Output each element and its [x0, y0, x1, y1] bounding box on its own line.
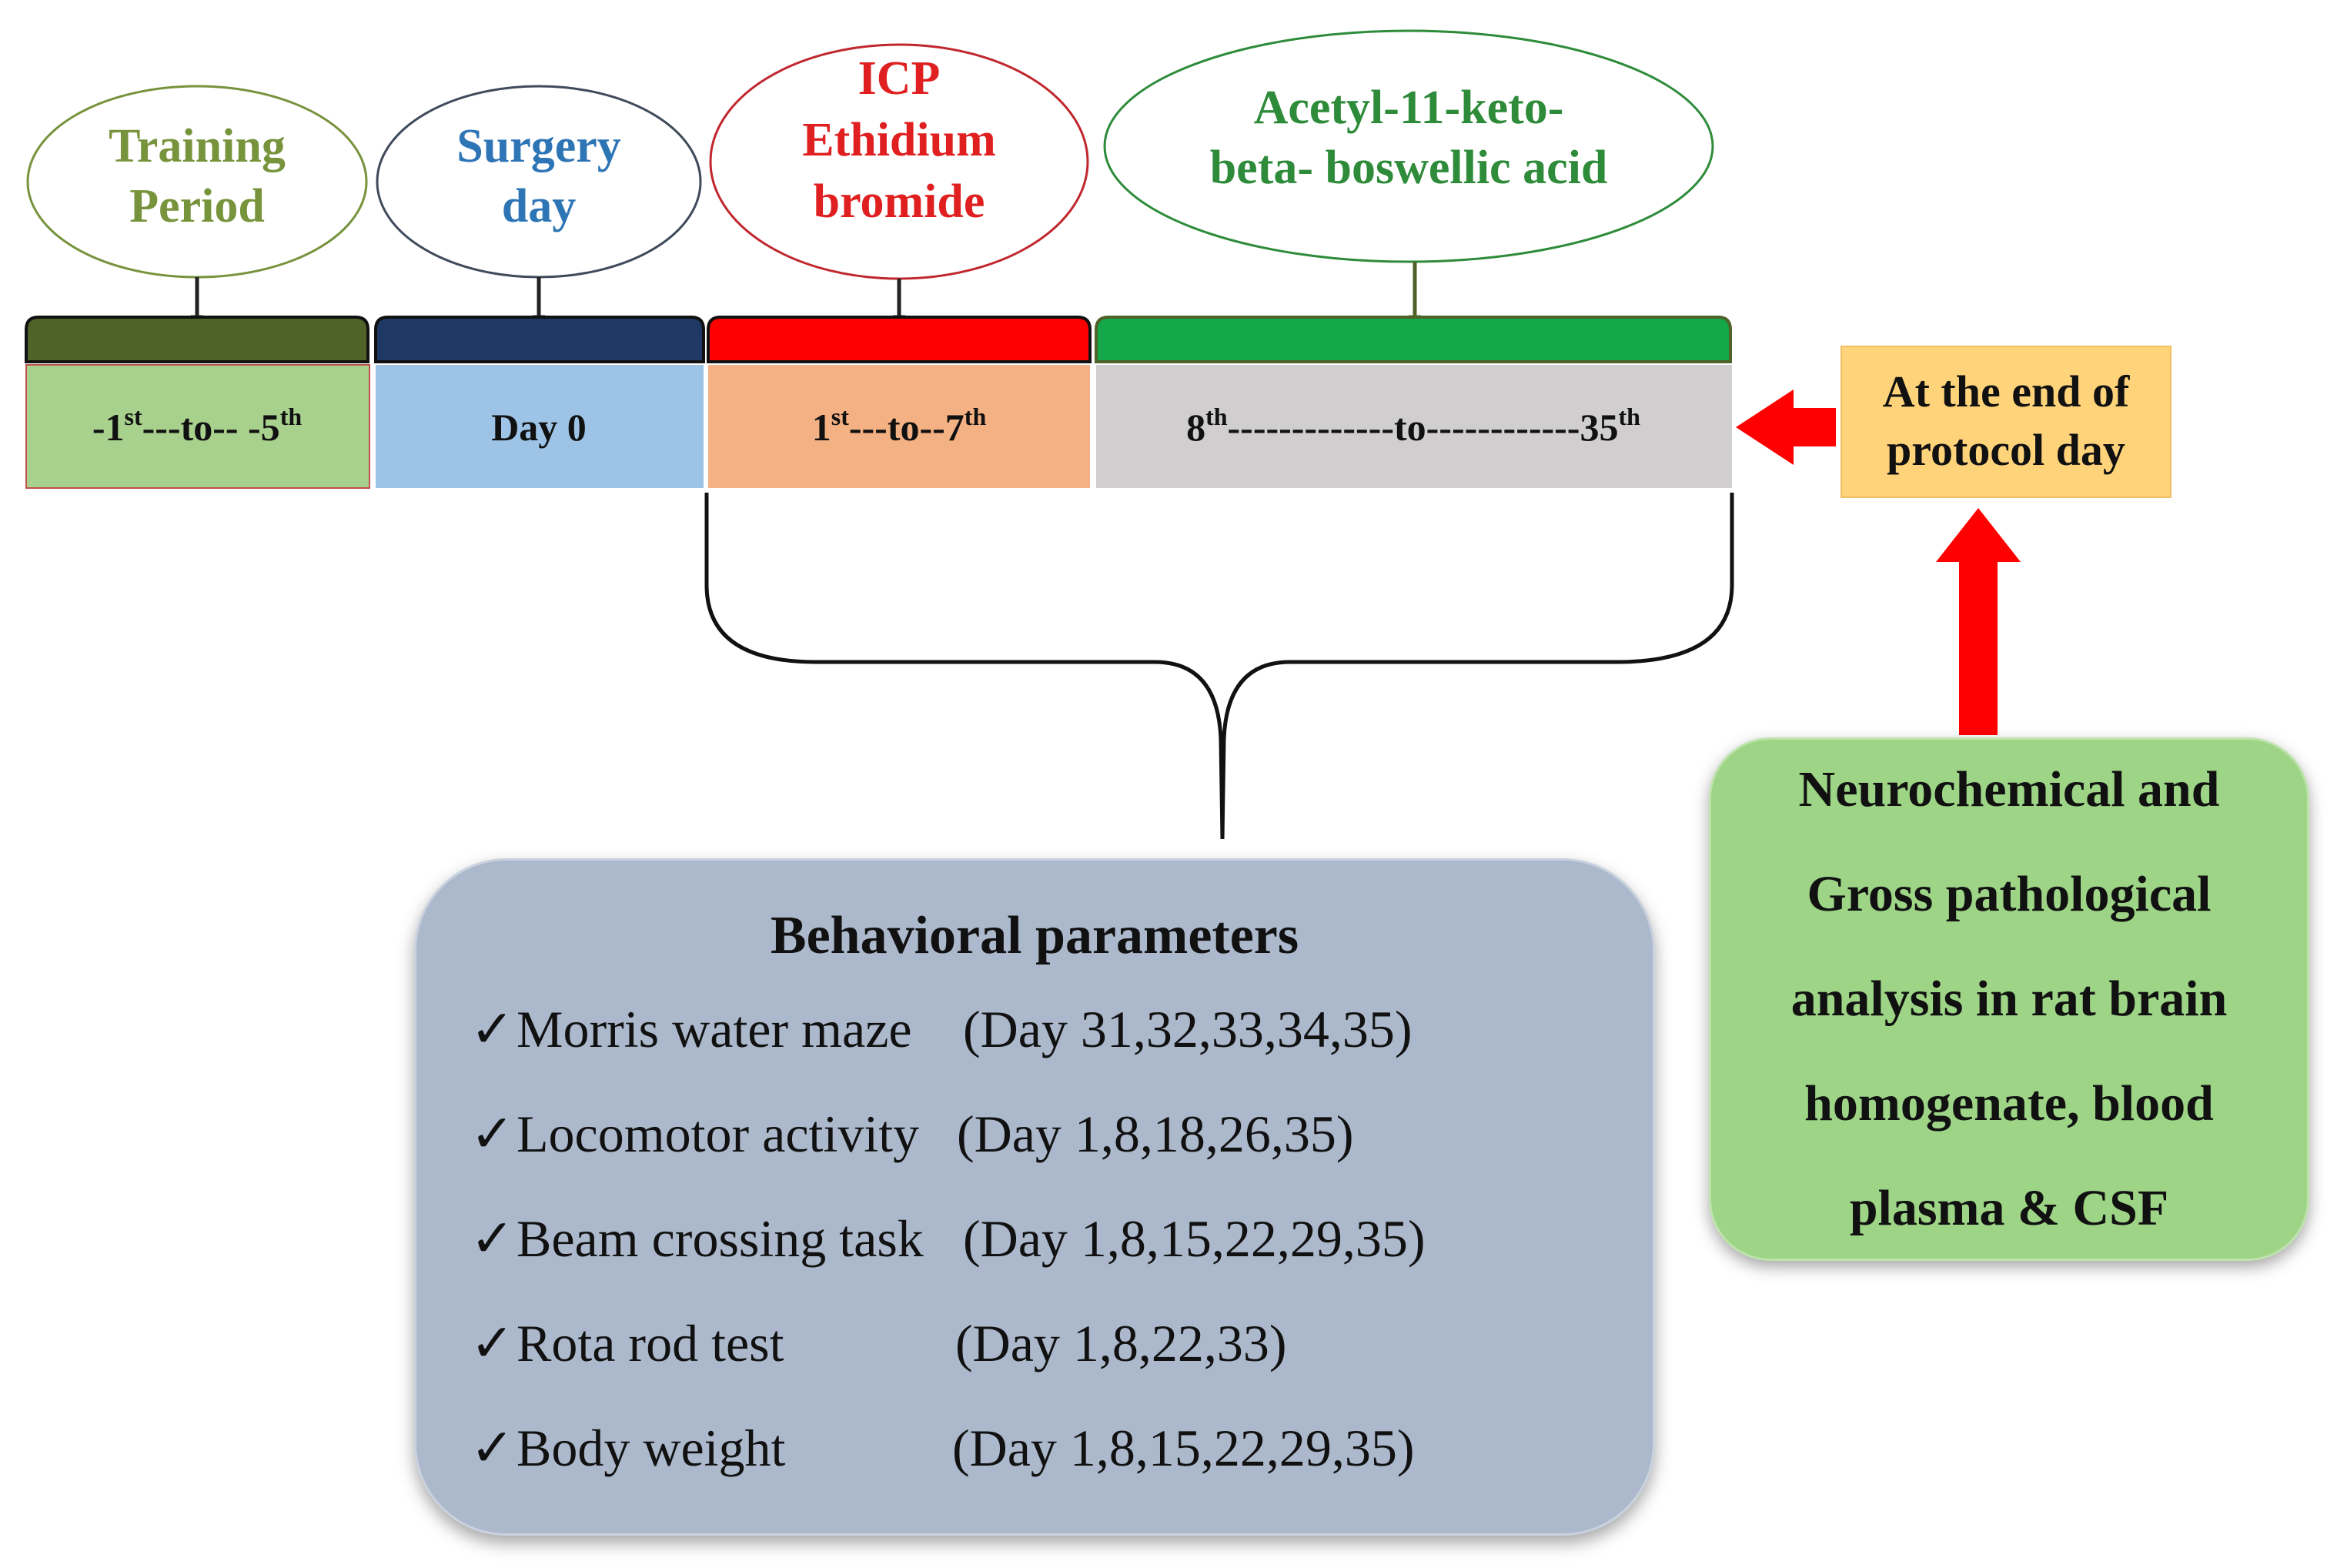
- oval-label: day: [502, 180, 576, 232]
- arrow-up-icon: [1936, 508, 2021, 735]
- surgery-range-box: [376, 365, 704, 488]
- training-range-box: [25, 364, 370, 489]
- check-icon: ✓: [470, 1000, 514, 1058]
- analysis-panel: Neurochemical and Gross pathological ana…: [1709, 737, 2309, 1261]
- behavioral-parameters-panel: Behavioral parameters ✓ Morris water maz…: [414, 858, 1655, 1536]
- analysis-line: plasma & CSF: [1849, 1180, 2169, 1236]
- analysis-line: Neurochemical and: [1798, 761, 2220, 817]
- behavior-item-label: Rota rod test: [517, 1314, 784, 1372]
- behavioral-parameters-title: Behavioral parameters: [770, 906, 1299, 965]
- oval-label: Period: [129, 180, 265, 232]
- oval-label: ICP: [858, 52, 941, 105]
- arrow-left-icon: [1736, 389, 1836, 465]
- check-icon: ✓: [470, 1419, 514, 1477]
- akba-range-label: 8th-------------to------------35th: [1186, 403, 1640, 449]
- behavior-item-days: (Day 1,8,15,22,29,35): [952, 1419, 1415, 1477]
- akba-bar: [1095, 316, 1732, 363]
- analysis-line: homogenate, blood: [1804, 1075, 2214, 1132]
- connector-line: [893, 279, 905, 319]
- icp-range-box: [708, 365, 1090, 488]
- behavior-item-label: Locomotor activity: [517, 1105, 920, 1163]
- oval-label: Ethidium: [802, 114, 996, 166]
- behavior-item-days: (Day 1,8,15,22,29,35): [963, 1209, 1426, 1268]
- behavior-item-days: (Day 31,32,33,34,35): [963, 1000, 1413, 1058]
- surgery-range-label: Day 0: [491, 406, 587, 449]
- check-icon: ✓: [470, 1209, 514, 1268]
- analysis-line: analysis in rat brain: [1790, 971, 2228, 1027]
- analysis-text: Neurochemical and Gross pathological ana…: [1724, 737, 2294, 1261]
- connector-line: [1409, 262, 1421, 319]
- oval-label: Surgery: [456, 120, 621, 172]
- behavior-item-days: (Day 1,8,18,26,35): [957, 1105, 1354, 1163]
- analysis-line: Gross pathological: [1807, 866, 2212, 922]
- behavior-item-label: Morris water maze: [517, 1000, 912, 1058]
- behavior-item-label: Beam crossing task: [517, 1209, 924, 1268]
- akba-oval: [1103, 29, 1714, 263]
- connector-line: [533, 277, 545, 319]
- check-icon: ✓: [470, 1314, 514, 1372]
- connector-line: [191, 277, 203, 319]
- icp-range-label: 1st---to--7th: [812, 403, 987, 449]
- icp-bar: [707, 316, 1092, 363]
- training-bar: [25, 316, 369, 363]
- oval-label: Training: [109, 120, 286, 172]
- behavior-item-label: Body weight: [517, 1419, 786, 1477]
- end-box-line: At the end of: [1883, 366, 2130, 416]
- training-range-label: -1st---to-- -5th: [92, 403, 302, 449]
- oval-label: Acetyl-11-keto-: [1254, 82, 1564, 134]
- oval-label: bromide: [814, 176, 985, 228]
- end-box-line: protocol day: [1887, 425, 2125, 475]
- akba-range-box: [1096, 365, 1732, 488]
- surgery-bar: [374, 316, 705, 363]
- behavior-item-days: (Day 1,8,22,33): [955, 1314, 1287, 1372]
- oval-label: beta- boswellic acid: [1210, 142, 1608, 194]
- end-of-protocol-box: [1841, 346, 2172, 498]
- behavior-brace: [704, 493, 1734, 840]
- check-icon: ✓: [470, 1105, 514, 1163]
